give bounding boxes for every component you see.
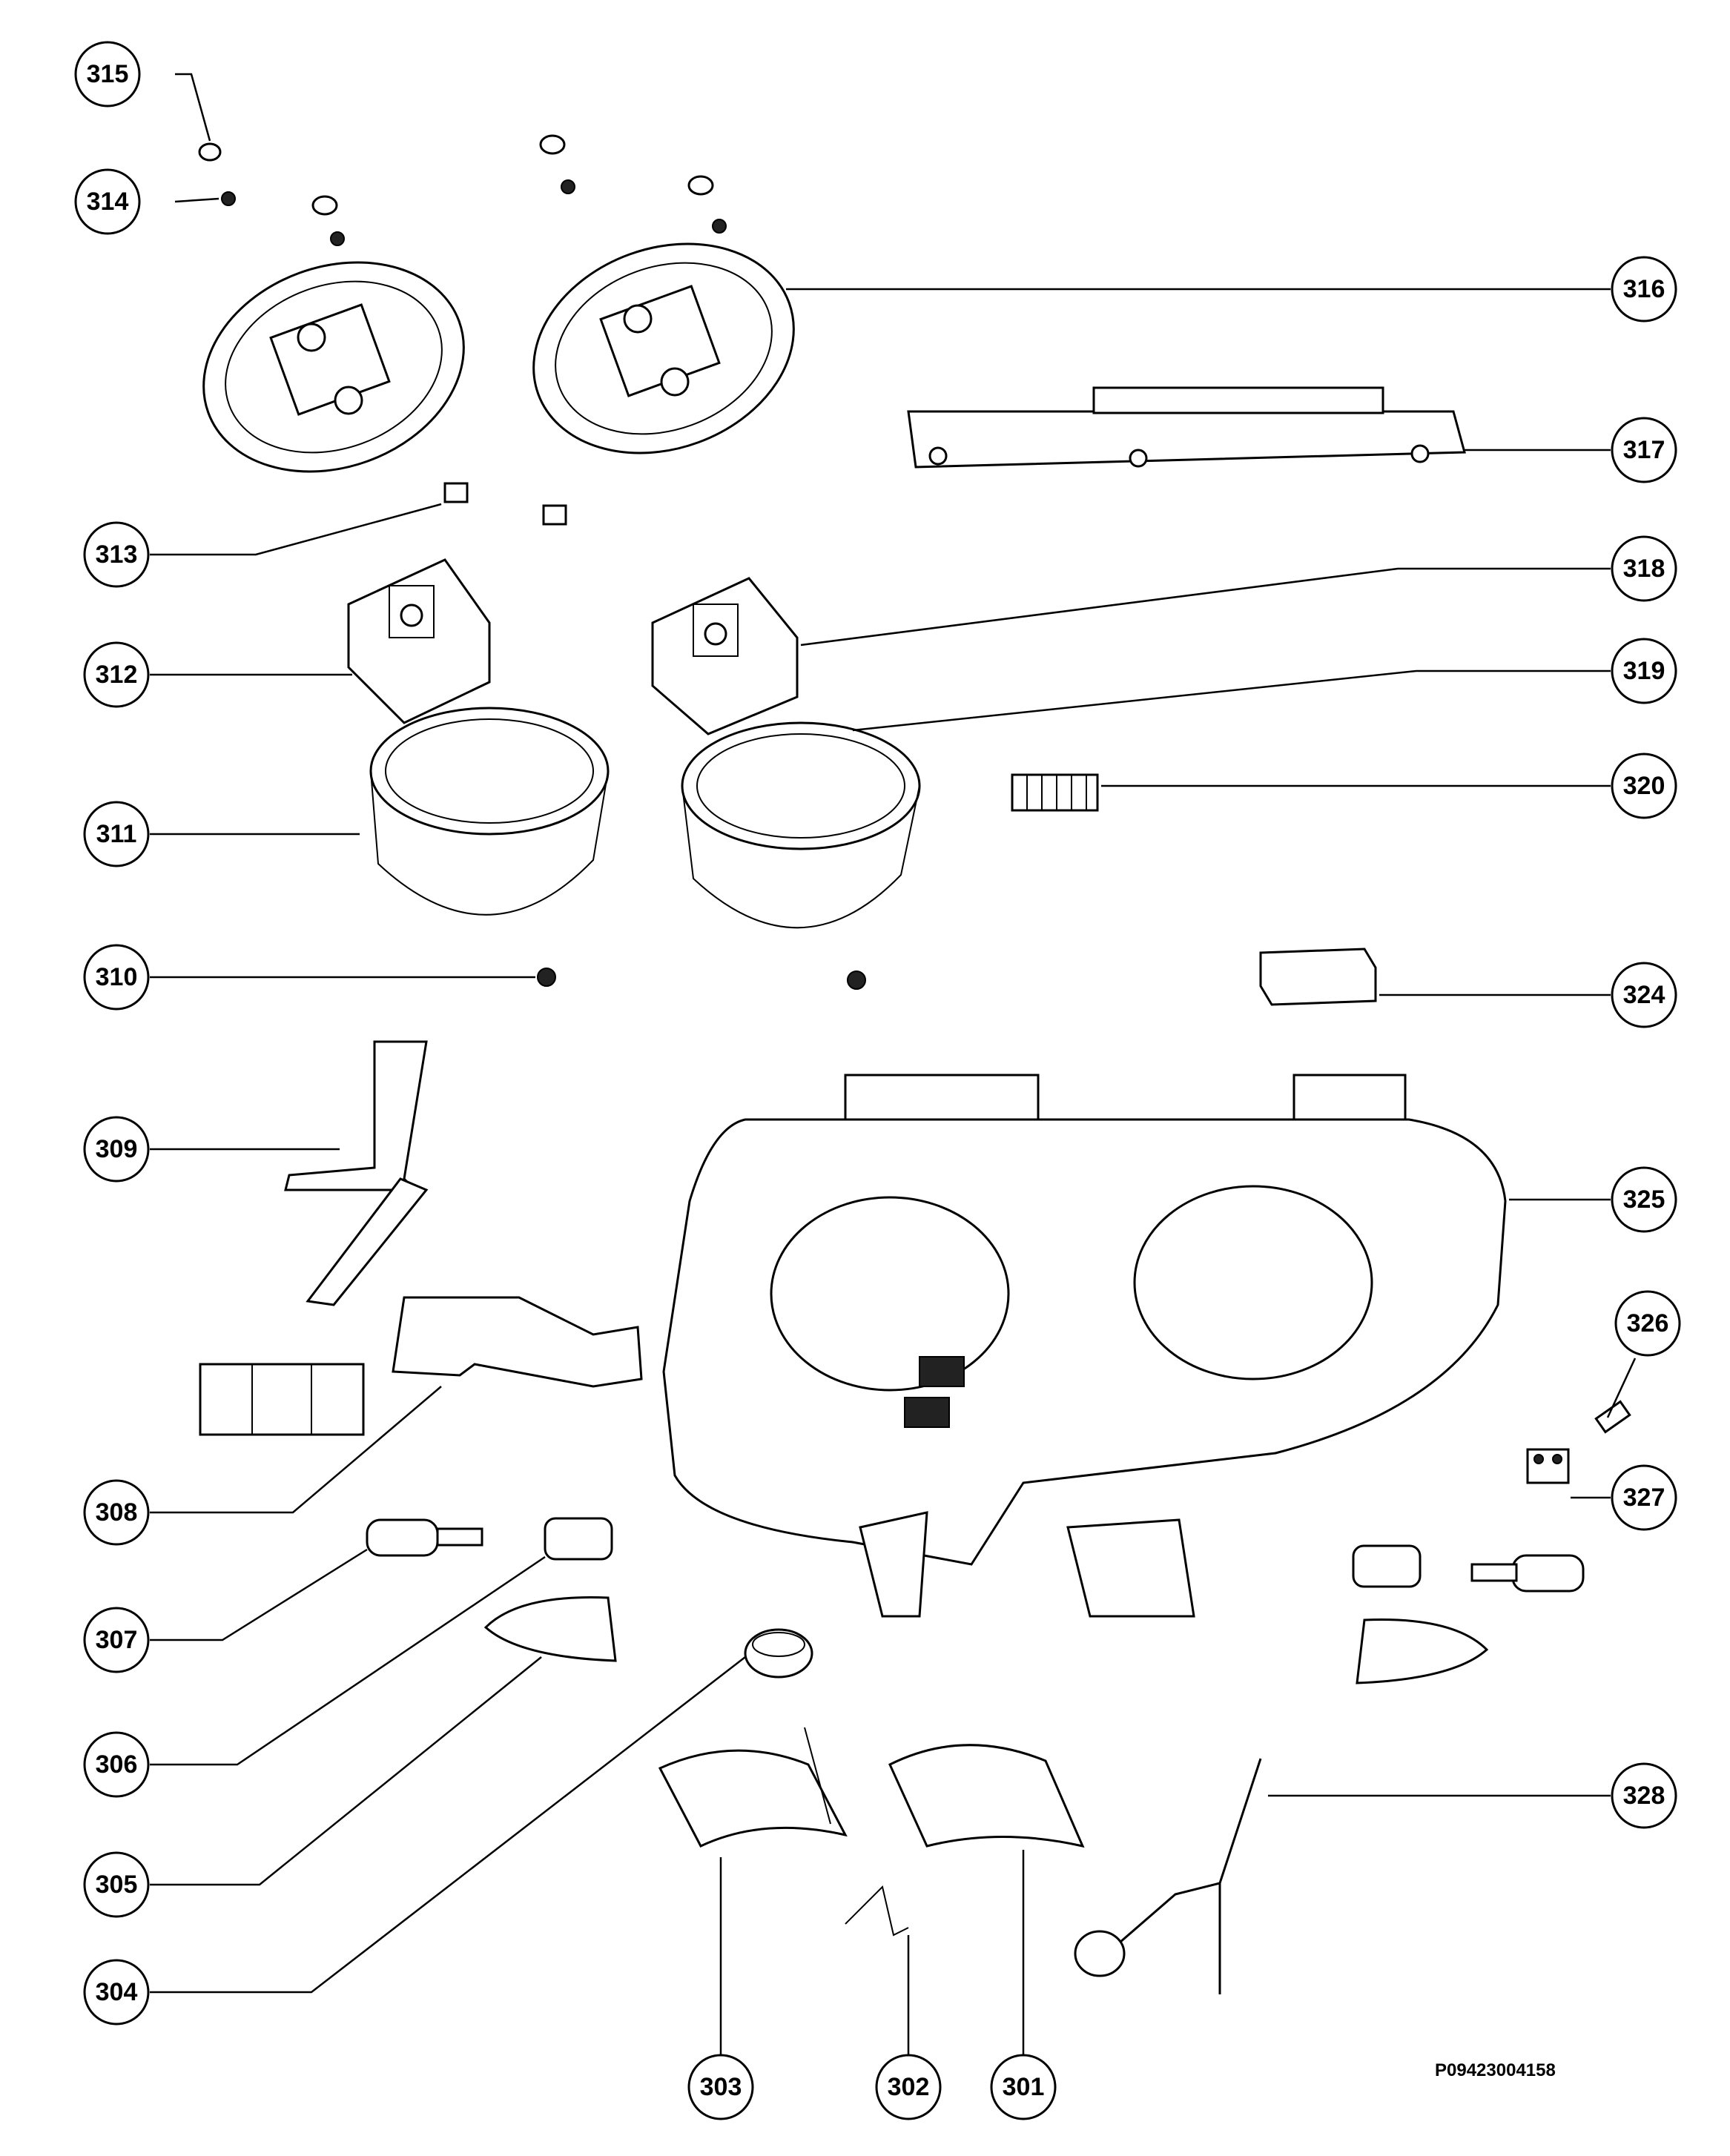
- callout-308: 308: [83, 1479, 150, 1546]
- callout-304-label: 304: [96, 1978, 138, 2006]
- callout-311-label: 311: [96, 820, 137, 848]
- callout-312-label: 312: [96, 661, 138, 689]
- callout-320-label: 320: [1623, 772, 1665, 800]
- part-326-clip: [1594, 1400, 1631, 1434]
- part-320-terminal-strip: [1011, 773, 1099, 812]
- callout-319-label: 319: [1623, 657, 1665, 685]
- callout-307-label: 307: [96, 1626, 138, 1654]
- part-312-switch-block: [347, 558, 491, 724]
- drawing-reference: P09423004158: [1435, 2060, 1556, 2080]
- callout-315-label: 315: [87, 60, 129, 88]
- callout-313: 313: [83, 521, 150, 588]
- part-303-flap: [658, 1727, 848, 1848]
- callout-326-label: 326: [1627, 1309, 1669, 1337]
- part-307-spindles: [366, 1518, 1585, 1593]
- callout-318: 318: [1611, 535, 1677, 602]
- part-327-terminal: [1526, 1448, 1570, 1484]
- callout-326: 326: [1614, 1290, 1681, 1357]
- callout-319: 319: [1611, 638, 1677, 704]
- callout-328: 328: [1611, 1762, 1677, 1829]
- callout-318-label: 318: [1623, 555, 1665, 583]
- callout-309: 309: [83, 1116, 150, 1183]
- callout-316: 316: [1611, 256, 1677, 323]
- callout-317: 317: [1611, 417, 1677, 483]
- callout-327: 327: [1611, 1464, 1677, 1531]
- callout-314: 314: [74, 168, 141, 235]
- callout-310-label: 310: [96, 963, 138, 991]
- callout-309-label: 309: [96, 1135, 138, 1163]
- callout-310: 310: [83, 944, 150, 1011]
- part-319-ring: [681, 721, 921, 929]
- part-302-wire-clip: [845, 1885, 909, 1937]
- callout-305-label: 305: [96, 1871, 138, 1899]
- callout-325-label: 325: [1623, 1186, 1665, 1214]
- part-325-housing: [662, 1074, 1507, 1618]
- part-328-arm: [1074, 1758, 1262, 1994]
- callout-313-label: 313: [96, 540, 138, 569]
- callout-314-label: 314: [87, 188, 129, 216]
- callout-317-label: 317: [1623, 436, 1665, 464]
- part-318-switch-block: [651, 577, 799, 735]
- callout-328-label: 328: [1623, 1782, 1665, 1810]
- part-314-nuts: [221, 179, 727, 246]
- callout-312: 312: [83, 641, 150, 708]
- part-309-bracket: [199, 1040, 429, 1436]
- part-311-ring: [369, 707, 610, 916]
- callout-324-label: 324: [1623, 981, 1665, 1009]
- callout-311: 311: [83, 801, 150, 867]
- callout-307: 307: [83, 1607, 150, 1673]
- part-316-burner-right: [532, 242, 795, 454]
- callout-324: 324: [1611, 962, 1677, 1028]
- callout-306-label: 306: [96, 1750, 138, 1779]
- part-310-nuts: [537, 968, 866, 990]
- callout-327-label: 327: [1623, 1484, 1665, 1512]
- callout-301-label: 301: [1003, 2073, 1045, 2101]
- part-304-knob: [744, 1628, 813, 1679]
- callout-303: 303: [687, 2054, 754, 2120]
- callout-304: 304: [83, 1959, 150, 2026]
- part-308-duct: [392, 1296, 643, 1388]
- callout-302-label: 302: [888, 2073, 930, 2101]
- callout-305: 305: [83, 1851, 150, 1918]
- callout-308-label: 308: [96, 1498, 138, 1527]
- part-317-rail: [907, 386, 1466, 469]
- part-313-clips: [443, 482, 567, 526]
- callout-306: 306: [83, 1731, 150, 1798]
- part-324-block: [1259, 948, 1377, 1006]
- part-305-knob-covers: [483, 1596, 1489, 1684]
- callout-302: 302: [875, 2054, 942, 2120]
- callout-303-label: 303: [700, 2073, 742, 2101]
- callout-316-label: 316: [1623, 275, 1665, 303]
- part-316-burner-left: [202, 261, 465, 473]
- callout-320: 320: [1611, 753, 1677, 819]
- callout-325: 325: [1611, 1166, 1677, 1233]
- part-315-caps: [198, 134, 714, 216]
- part-301-flap: [888, 1744, 1085, 1848]
- callout-315: 315: [74, 41, 141, 108]
- part-306-knob-cores: [544, 1517, 1422, 1588]
- callout-301: 301: [990, 2054, 1057, 2120]
